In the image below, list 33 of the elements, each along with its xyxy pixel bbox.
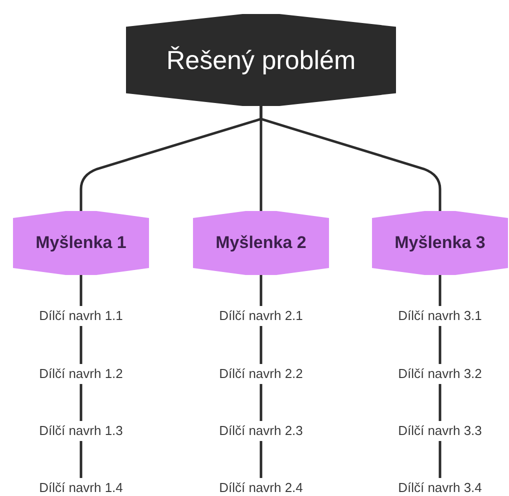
connector-line bbox=[260, 106, 442, 211]
connector-line bbox=[80, 275, 82, 306]
subtopic-text: Dílčí navrh 3.2 bbox=[378, 364, 502, 384]
subtopic-text: Dílčí navrh 3.3 bbox=[378, 421, 502, 441]
subtopic-text: Dílčí navrh 3.4 bbox=[378, 478, 502, 496]
connector-line bbox=[438, 275, 442, 306]
subtopic-text: Dílčí navrh 2.2 bbox=[199, 364, 323, 384]
idea-hexagon bbox=[372, 211, 508, 275]
connector-line bbox=[80, 384, 82, 421]
connector-line bbox=[80, 326, 82, 364]
connector-line bbox=[438, 326, 442, 364]
connector-line bbox=[438, 441, 442, 478]
problem-hexagon bbox=[126, 14, 396, 106]
subtopic-text: Dílčí navrh 1.4 bbox=[19, 478, 143, 496]
connector-line bbox=[260, 326, 262, 364]
connector-line bbox=[260, 275, 262, 306]
node-label: Myšlenka 3 bbox=[394, 232, 486, 254]
subtopic-text: Dílčí navrh 2.4 bbox=[199, 478, 323, 496]
node-label: Myšlenka 2 bbox=[216, 232, 306, 254]
node-label: Řešený problém bbox=[166, 44, 356, 76]
connector-line bbox=[80, 441, 82, 478]
subtopic-text: Dílčí navrh 1.3 bbox=[19, 421, 143, 441]
connector-line bbox=[438, 384, 442, 421]
idea-hexagon bbox=[13, 211, 149, 275]
connector-line bbox=[260, 384, 262, 421]
subtopic-text: Dílčí navrh 1.2 bbox=[19, 364, 143, 384]
subtopic-text: Dílčí navrh 3.1 bbox=[378, 306, 502, 326]
connector-line bbox=[260, 441, 262, 478]
subtopic-text: Dílčí navrh 1.1 bbox=[19, 306, 143, 326]
idea-hexagon bbox=[193, 211, 329, 275]
node-label: Myšlenka 1 bbox=[36, 232, 126, 254]
subtopic-text: Dílčí navrh 2.1 bbox=[199, 306, 323, 326]
subtopic-text: Dílčí navrh 2.3 bbox=[199, 421, 323, 441]
